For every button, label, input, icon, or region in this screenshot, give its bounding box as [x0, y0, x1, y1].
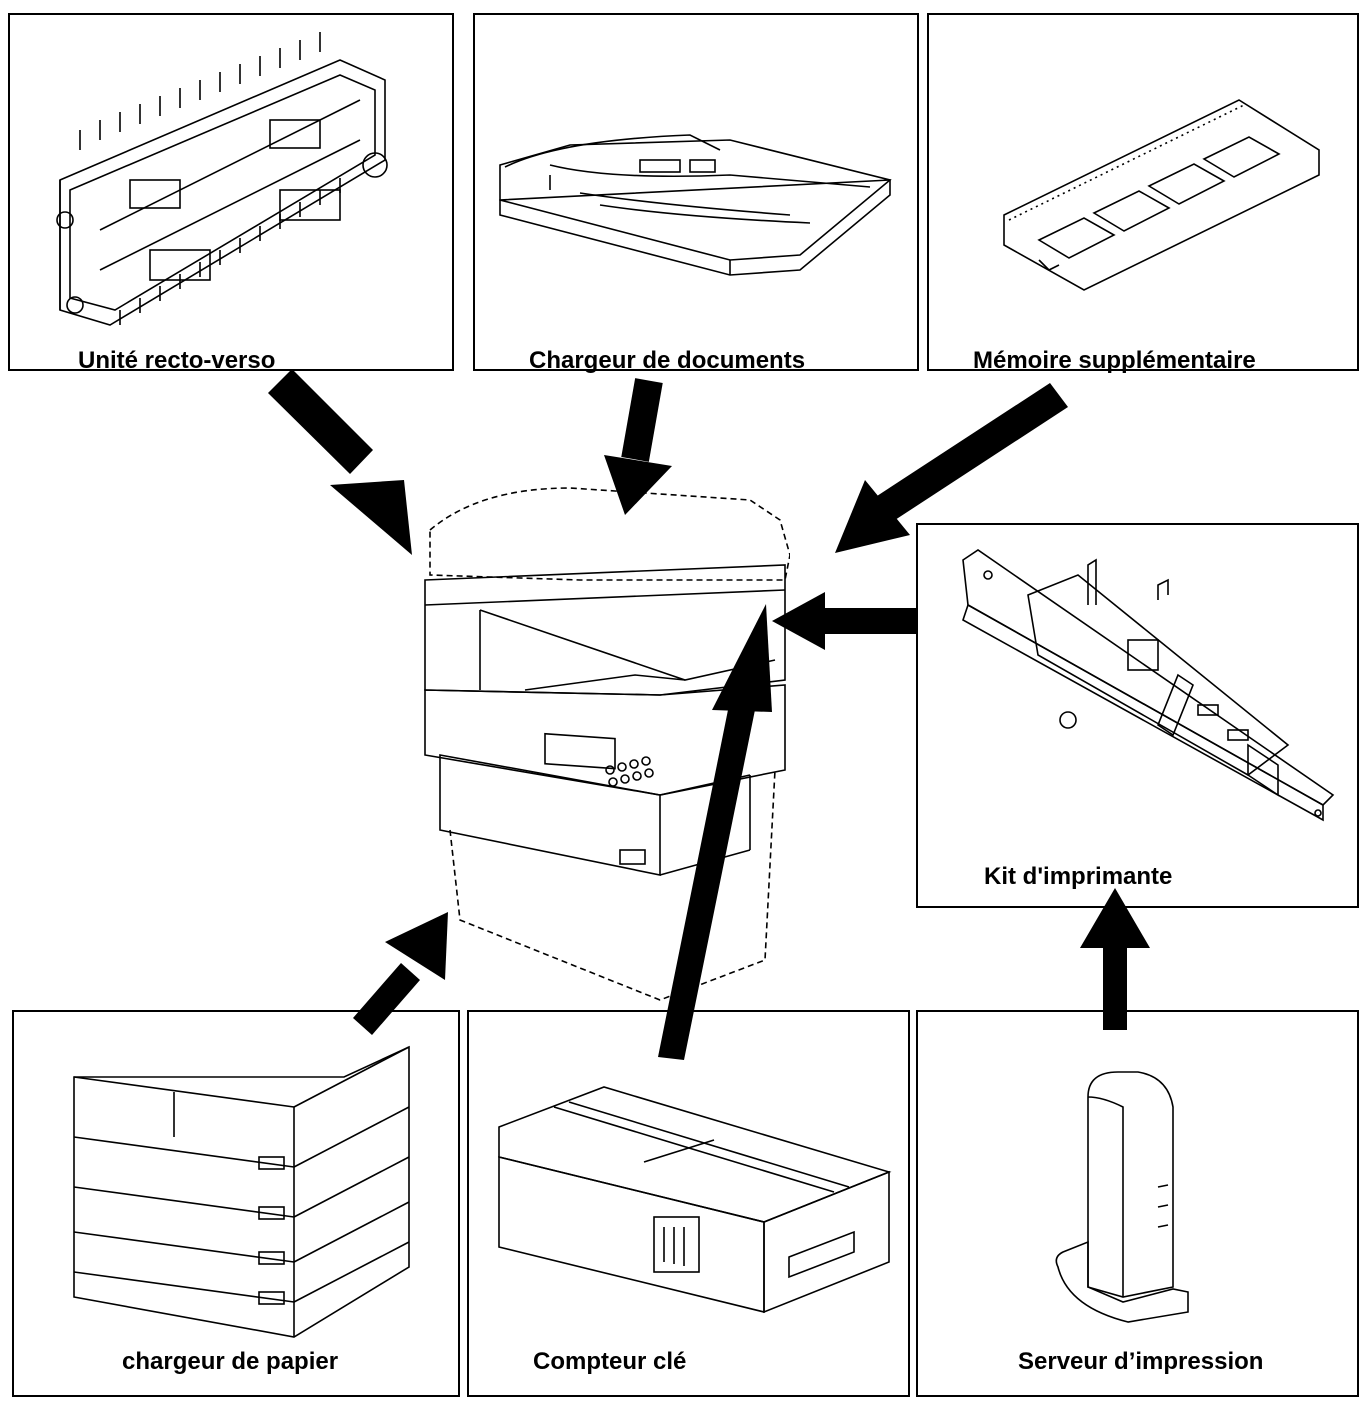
print-server-label: Serveur d’impression [1018, 1348, 1264, 1375]
document-feeder-panel: Chargeur de documents [473, 13, 919, 374]
arrow-keycounter-to-copier [658, 604, 772, 1060]
document-feeder-illustration [499, 134, 892, 276]
arrow-printerkit-to-copier [772, 592, 918, 650]
key-counter-label: Compteur clé [533, 1348, 687, 1375]
duplex-unit-panel: Unité recto-verso [8, 13, 454, 374]
arrow-duplex-to-copier [268, 369, 412, 555]
paper-feeder-panel: chargeur de papier [12, 1010, 460, 1397]
printer-kit-label: Kit d'imprimante [984, 863, 1173, 890]
arrow-memory-to-copier [835, 383, 1068, 553]
arrow-server-to-printerkit [1080, 888, 1150, 1030]
printer-kit-panel: Kit d'imprimante [916, 523, 1359, 908]
arrow-paperfeeder-to-copier [353, 912, 448, 1035]
memory-label: Mémoire supplémentaire [973, 347, 1256, 374]
document-feeder-label: Chargeur de documents [529, 347, 806, 374]
duplex-unit-label: Unité recto-verso [78, 347, 276, 374]
print-server-illustration [1055, 1071, 1189, 1323]
key-counter-panel: Compteur clé [467, 1010, 910, 1397]
print-server-panel: Serveur d’impression [916, 1010, 1359, 1397]
memory-panel: Mémoire supplémentaire [927, 13, 1359, 374]
printer-kit-illustration [962, 549, 1335, 822]
paper-feeder-illustration [73, 1045, 410, 1338]
memory-module-illustration [1003, 99, 1320, 291]
paper-feeder-label: chargeur de papier [122, 1348, 339, 1375]
arrow-docfeeder-to-copier [604, 378, 672, 515]
duplex-unit-illustration [56, 32, 388, 326]
key-counter-illustration [498, 1086, 892, 1314]
